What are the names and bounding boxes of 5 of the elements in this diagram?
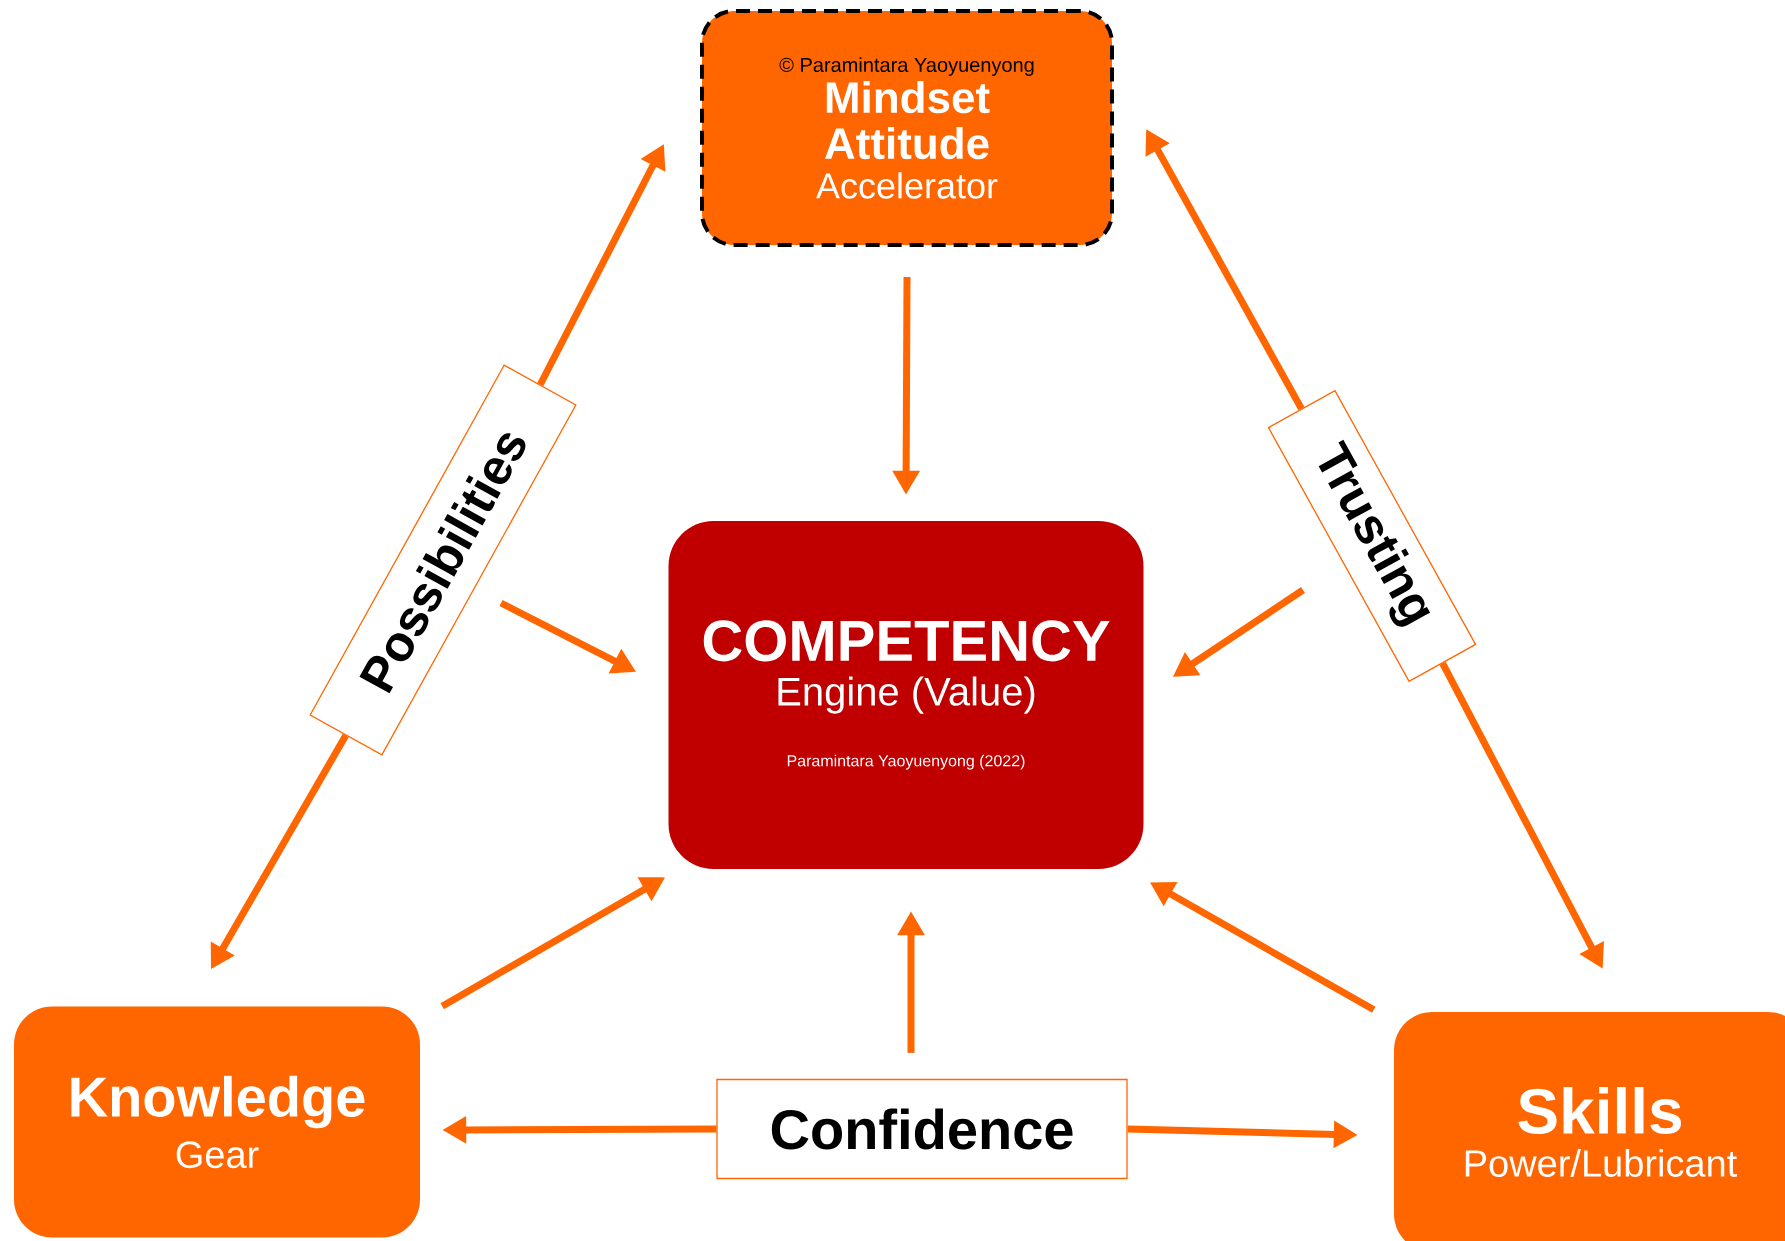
process-box: Knowledge Gear	[14, 1006, 420, 1238]
process-box: COMPETENCY Engine (Value) Paramintara Yaoyuenyong (2022)	[668, 521, 1144, 869]
process-box: Skills Power/Lubricant	[1394, 1012, 1785, 1241]
process-box: © Paramintara Yaoyuenyong Mindset Attitude Accelerator	[700, 9, 1114, 247]
label-box: Confidence	[716, 1078, 1128, 1180]
